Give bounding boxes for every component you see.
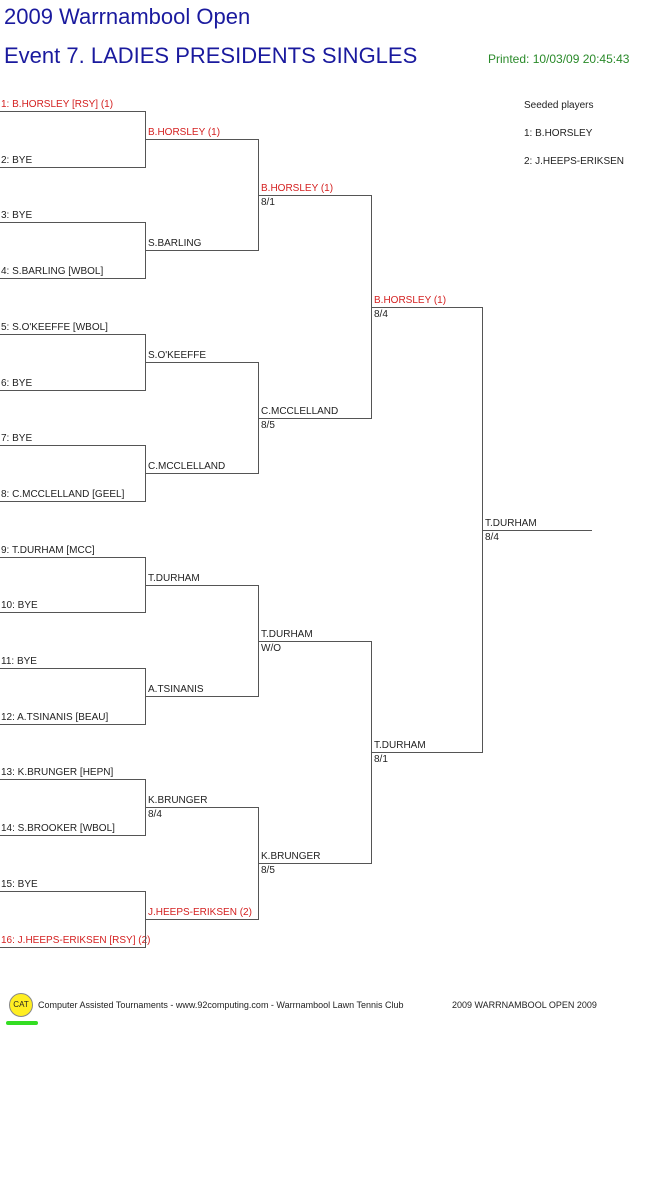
round1-entry: 15: BYE bbox=[1, 879, 38, 890]
round4-winner: B.HORSLEY (1) bbox=[374, 295, 447, 306]
round1-line bbox=[0, 445, 145, 446]
round3-score: 8/5 bbox=[261, 865, 275, 876]
final-score: 8/4 bbox=[485, 532, 499, 543]
bracket-connector bbox=[145, 111, 146, 168]
round1-line bbox=[0, 668, 145, 669]
round3-winner: T.DURHAM bbox=[261, 629, 313, 640]
footer-event-name: 2009 WARRNAMBOOL OPEN 2009 bbox=[452, 1000, 597, 1010]
round1-line bbox=[0, 835, 145, 836]
bracket-connector bbox=[258, 362, 259, 474]
round1-entry: 2: BYE bbox=[1, 155, 33, 166]
round2-winner: S.BARLING bbox=[148, 238, 202, 249]
round1-entry: 4: S.BARLING [WBOL] bbox=[1, 266, 104, 277]
round1-line bbox=[0, 779, 145, 780]
round3-winner: C.MCCLELLAND bbox=[261, 406, 339, 417]
round2-line bbox=[146, 362, 258, 363]
round4-winner: T.DURHAM bbox=[374, 740, 426, 751]
round1-entry: 7: BYE bbox=[1, 433, 33, 444]
round3-line bbox=[259, 863, 371, 864]
bracket-connector bbox=[145, 891, 146, 948]
round2-winner: A.TSINANIS bbox=[148, 684, 204, 695]
round1-entry: 5: S.O'KEEFFE [WBOL] bbox=[1, 322, 108, 333]
round2-winner: T.DURHAM bbox=[148, 573, 200, 584]
round1-entry: 12: A.TSINANIS [BEAU] bbox=[1, 712, 109, 723]
round1-line bbox=[0, 947, 145, 948]
printed-timestamp: Printed: 10/03/09 20:45:43 bbox=[488, 52, 630, 66]
round2-line bbox=[146, 807, 258, 808]
round4-line bbox=[372, 307, 482, 308]
round2-winner: J.HEEPS-ERIKSEN (2) bbox=[148, 907, 252, 918]
round3-line bbox=[259, 195, 371, 196]
round1-entry: 16: J.HEEPS-ERIKSEN [RSY] (2) bbox=[1, 935, 151, 946]
seeded-players-heading: Seeded players bbox=[524, 100, 594, 111]
round3-line bbox=[259, 641, 371, 642]
footer-credits: Computer Assisted Tournaments - www.92co… bbox=[38, 1000, 404, 1010]
round3-score: 8/5 bbox=[261, 420, 275, 431]
bracket-connector bbox=[258, 807, 259, 920]
bracket-connector bbox=[258, 585, 259, 697]
bracket-connector bbox=[371, 641, 372, 864]
round1-line bbox=[0, 891, 145, 892]
champion-name: T.DURHAM bbox=[485, 518, 537, 529]
seed-entry-2: 2: J.HEEPS-ERIKSEN bbox=[524, 156, 625, 167]
bracket-connector bbox=[371, 195, 372, 419]
round3-winner: B.HORSLEY (1) bbox=[261, 183, 334, 194]
round2-winner: K.BRUNGER bbox=[148, 795, 208, 806]
final-line bbox=[483, 530, 592, 531]
logo-underline bbox=[6, 1021, 38, 1025]
round3-winner: K.BRUNGER bbox=[261, 851, 321, 862]
round1-entry: 8: C.MCCLELLAND [GEEL] bbox=[1, 489, 125, 500]
round4-score: 8/1 bbox=[374, 754, 388, 765]
bracket-connector bbox=[258, 139, 259, 251]
round2-winner: S.O'KEEFFE bbox=[148, 350, 207, 361]
seed-entry-1: 1: B.HORSLEY bbox=[524, 128, 593, 139]
round1-entry: 10: BYE bbox=[1, 600, 38, 611]
bracket-connector bbox=[145, 779, 146, 836]
round2-line bbox=[146, 473, 258, 474]
bracket-connector bbox=[145, 334, 146, 391]
round2-line bbox=[146, 139, 258, 140]
round1-line bbox=[0, 612, 145, 613]
cat-logo-icon: CAT bbox=[9, 993, 33, 1017]
round2-score: 8/4 bbox=[148, 809, 162, 820]
round1-line bbox=[0, 390, 145, 391]
round2-line bbox=[146, 250, 258, 251]
round3-line bbox=[259, 418, 371, 419]
round1-line bbox=[0, 167, 145, 168]
round1-line bbox=[0, 111, 145, 112]
round1-line bbox=[0, 334, 145, 335]
round1-line bbox=[0, 557, 145, 558]
round1-entry: 11: BYE bbox=[1, 656, 37, 667]
round2-line bbox=[146, 585, 258, 586]
round2-winner: B.HORSLEY (1) bbox=[148, 127, 221, 138]
round1-entry: 13: K.BRUNGER [HEPN] bbox=[1, 767, 114, 778]
round1-entry: 6: BYE bbox=[1, 378, 33, 389]
bracket-connector bbox=[482, 307, 483, 753]
round3-score: 8/1 bbox=[261, 197, 275, 208]
round3-score: W/O bbox=[261, 643, 281, 654]
round1-entry: 14: S.BROOKER [WBOL] bbox=[1, 823, 115, 834]
round2-line bbox=[146, 919, 258, 920]
bracket-connector bbox=[145, 557, 146, 613]
round1-line bbox=[0, 278, 145, 279]
round2-winner: C.MCCLELLAND bbox=[148, 461, 226, 472]
round1-line bbox=[0, 501, 145, 502]
tournament-title: 2009 Warrnambool Open bbox=[4, 4, 251, 29]
round4-line bbox=[372, 752, 482, 753]
bracket-connector bbox=[145, 445, 146, 502]
bracket-connector bbox=[145, 668, 146, 725]
round1-line bbox=[0, 724, 145, 725]
round1-entry: 9: T.DURHAM [MCC] bbox=[1, 545, 95, 556]
round1-entry: 3: BYE bbox=[1, 210, 33, 221]
round1-entry: 1: B.HORSLEY [RSY] (1) bbox=[1, 99, 114, 110]
bracket-connector bbox=[145, 222, 146, 279]
round1-line bbox=[0, 222, 145, 223]
round2-line bbox=[146, 696, 258, 697]
round4-score: 8/4 bbox=[374, 309, 388, 320]
event-title: Event 7. LADIES PRESIDENTS SINGLES bbox=[4, 43, 418, 68]
